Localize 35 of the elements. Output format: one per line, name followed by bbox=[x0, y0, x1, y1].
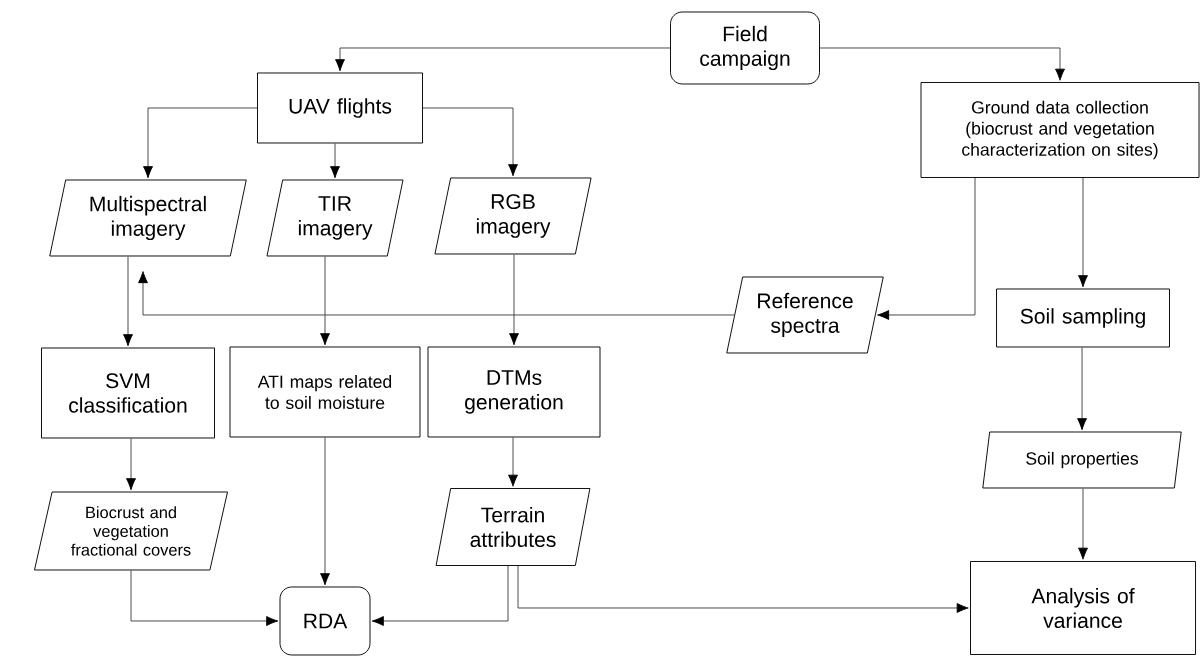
arrow bbox=[320, 256, 330, 346]
data-parallelogram: Multispectral imagery bbox=[49, 179, 247, 257]
arrow bbox=[330, 143, 340, 179]
arrow bbox=[335, 47, 671, 72]
data-parallelogram: Reference spectra bbox=[726, 276, 884, 354]
arrow bbox=[819, 47, 1065, 81]
arrow bbox=[1078, 177, 1088, 288]
arrow bbox=[508, 437, 518, 487]
process-box: Analysis of variance bbox=[970, 561, 1196, 655]
process-box: UAV flights bbox=[257, 72, 423, 144]
terminal-box: Field campaign bbox=[670, 11, 820, 85]
arrow bbox=[1078, 488, 1088, 560]
data-parallelogram: Biocrust and vegetation fractional covers bbox=[34, 491, 228, 571]
terminal-box: RDA bbox=[279, 586, 371, 656]
arrow bbox=[422, 107, 518, 177]
arrow bbox=[143, 107, 258, 179]
data-parallelogram: Terrain attributes bbox=[435, 488, 591, 566]
arrow bbox=[877, 177, 976, 320]
data-parallelogram: RGB imagery bbox=[434, 177, 592, 255]
arrow bbox=[517, 565, 969, 613]
arrow bbox=[126, 438, 136, 491]
arrow bbox=[138, 271, 735, 316]
data-parallelogram: TIR imagery bbox=[266, 179, 404, 257]
arrow bbox=[130, 570, 279, 626]
process-box: Soil sampling bbox=[996, 288, 1170, 348]
process-box: SVM classification bbox=[41, 347, 215, 439]
process-box: Ground data collection (biocrust and vegetation characterization on sites) bbox=[920, 82, 1200, 178]
data-parallelogram: Soil properties bbox=[982, 431, 1182, 489]
arrow bbox=[320, 437, 330, 586]
arrow bbox=[1077, 347, 1087, 431]
process-box: ATI maps related to soil moisture bbox=[229, 346, 421, 438]
arrow bbox=[509, 254, 519, 346]
arrow bbox=[371, 565, 509, 626]
arrow bbox=[123, 256, 133, 347]
process-box: DTMs generation bbox=[427, 346, 601, 438]
